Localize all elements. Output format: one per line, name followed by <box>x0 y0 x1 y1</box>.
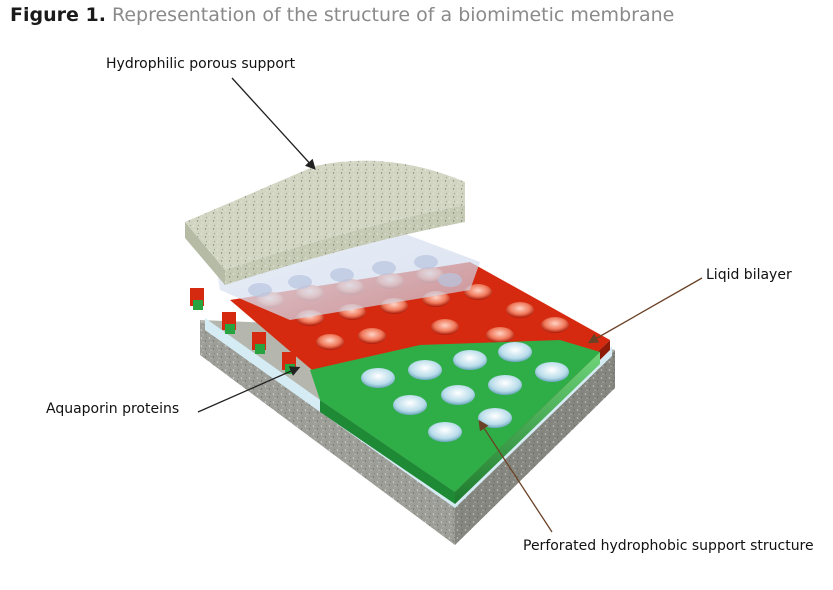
label-hydrophilic-support: Hydrophilic porous support <box>106 56 296 72</box>
figure-caption: Figure 1. Representation of the structur… <box>10 4 674 26</box>
arrow-hydrophilic-support <box>231 77 316 170</box>
label-aquaporin-proteins: Aquaporin proteins <box>46 401 180 417</box>
label-perforated-support: Perforated hydrophobic support structure <box>523 538 814 554</box>
figure-title: Representation of the structure of a bio… <box>111 4 675 26</box>
arrow-aquaporin <box>197 366 301 413</box>
label-lipid-bilayer: Liqid bilayer <box>706 267 792 283</box>
arrow-perforated-support <box>478 419 553 533</box>
arrow-lipid-bilayer <box>587 277 703 344</box>
top-support-block <box>185 160 465 285</box>
perforated-holes <box>361 342 569 442</box>
figure-number: Figure 1. <box>10 4 106 26</box>
